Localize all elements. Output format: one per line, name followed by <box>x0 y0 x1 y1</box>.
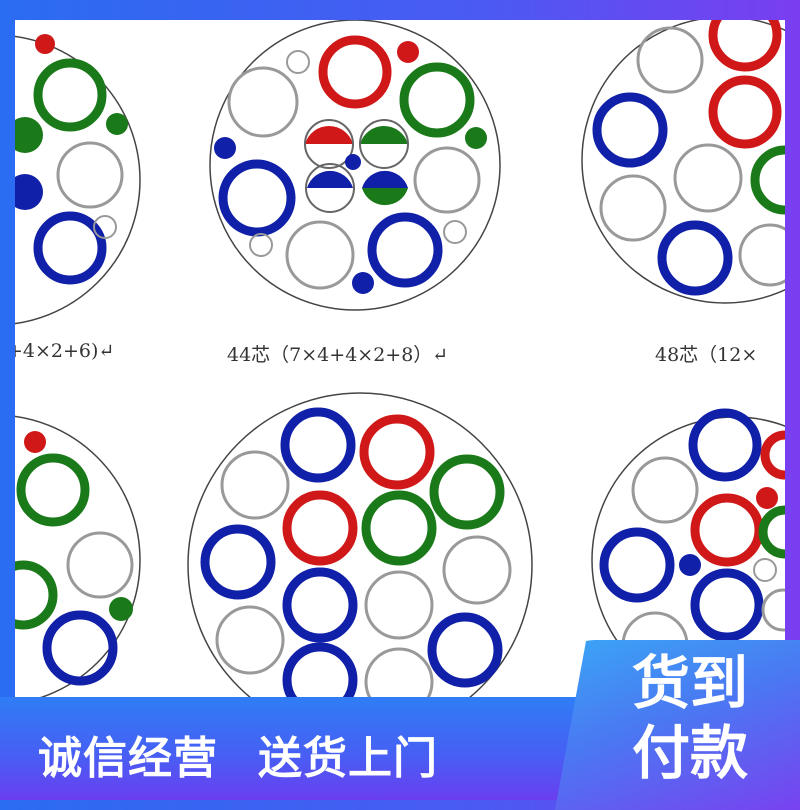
slogan: 诚信经营送货上门 <box>38 722 478 786</box>
cable-outline-bottom-middle <box>187 392 533 698</box>
cores-top-right <box>592 20 785 296</box>
cash-on-delivery-badge <box>555 640 800 810</box>
slogan-delivery: 送货上门 <box>258 733 438 784</box>
cable-outline-top-left <box>15 35 141 325</box>
caption-left: +4×2+6)↵ <box>15 340 115 362</box>
badge-line-1: 货到 <box>631 649 748 717</box>
cores-bottom-left <box>15 431 134 686</box>
badge-line-2: 付款 <box>631 719 748 787</box>
cores-top-left <box>15 34 128 285</box>
cores-top-middle <box>214 35 487 294</box>
cores-bottom-right <box>599 408 785 679</box>
cores-bottom-middle <box>200 407 512 698</box>
cable-outline-bottom-left <box>15 415 141 698</box>
cable-cross-section-image: +4×2+6)↵ 44芯（7×4+4×2+8）↵ 48芯（12× <box>15 20 785 698</box>
badge-text: 货到 付款 <box>620 648 760 788</box>
cable-diagrams <box>15 20 785 698</box>
cable-outline-top-middle <box>209 20 501 311</box>
cable-outline-top-right <box>581 20 785 304</box>
caption-right: 48芯（12× <box>655 344 758 366</box>
slogan-integrity: 诚信经营 <box>38 733 218 784</box>
caption-middle: 44芯（7×4+4×2+8）↵ <box>227 344 449 366</box>
